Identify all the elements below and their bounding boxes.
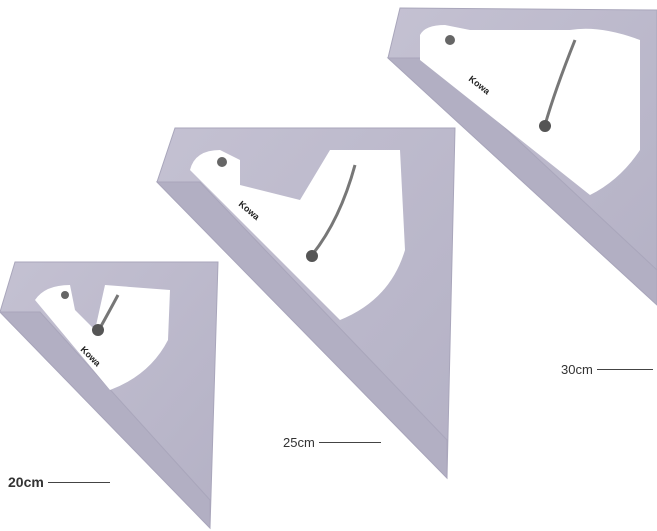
triangle-20cm: Kowa bbox=[0, 261, 219, 530]
screw-icon bbox=[445, 35, 455, 45]
protractor-plate bbox=[190, 150, 405, 320]
size-text: 30cm bbox=[561, 362, 593, 377]
triangle-30cm: Kowa bbox=[386, 7, 657, 306]
protractor-plate bbox=[420, 25, 640, 195]
size-text: 20cm bbox=[8, 474, 44, 490]
screw-icon bbox=[306, 250, 318, 262]
protractor-plate bbox=[35, 285, 170, 390]
triangle-25cm: Kowa bbox=[155, 127, 456, 480]
size-label-20cm: 20cm bbox=[8, 474, 110, 490]
size-text: 25cm bbox=[283, 435, 315, 450]
leader-line bbox=[596, 369, 653, 370]
leader-line bbox=[318, 442, 381, 443]
leader-line bbox=[47, 481, 110, 483]
screw-icon bbox=[217, 157, 227, 167]
size-label-30cm: 30cm bbox=[561, 362, 653, 377]
screw-icon bbox=[61, 291, 69, 299]
screw-icon bbox=[92, 324, 104, 336]
screw-icon bbox=[539, 120, 551, 132]
size-label-25cm: 25cm bbox=[283, 435, 381, 450]
